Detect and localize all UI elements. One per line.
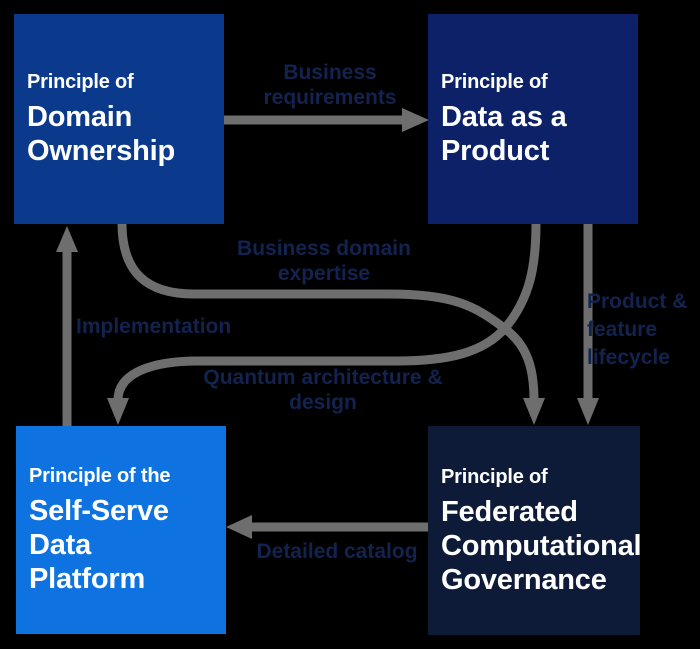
box-data-as-a-product: Principle of Data as a Product — [428, 14, 638, 224]
quantum-architecture-label: Quantum architecture & design — [192, 365, 454, 415]
detailed-catalog-arrow — [226, 515, 429, 539]
business-domain-expertise-arrow-shaft — [117, 222, 539, 401]
business-domain-expertise-label: Business domain expertise — [224, 236, 424, 286]
box-domain-ownership-pretitle: Principle of — [27, 71, 134, 93]
product-feature-lifecycle-label-line2: feature — [587, 318, 658, 341]
box-domain-ownership: Principle of Domain Ownership — [14, 14, 224, 224]
box-self-serve-title-line1: Self-Serve Data — [29, 495, 169, 561]
box-data-as-a-product-title-line1: Data as a — [441, 101, 567, 133]
box-federated-title-line1: Federated — [441, 495, 578, 528]
box-federated-computational-governance: Principle of Federated Computational Gov… — [428, 426, 642, 635]
business-domain-expertise-label-line2: expertise — [277, 262, 371, 285]
business-requirements-label-line2: requirements — [263, 86, 397, 109]
box-self-serve-title-line2: Platform — [29, 563, 146, 595]
product-feature-lifecycle-arrow — [577, 223, 599, 425]
box-self-serve-data-platform: Principle of the Self-Serve Data Platfor… — [16, 426, 226, 634]
business-requirements-arrowhead-icon — [402, 108, 429, 132]
box-domain-ownership-title-line1: Domain — [27, 101, 133, 133]
implementation-label: Implementation — [76, 314, 232, 339]
implementation-arrow — [56, 226, 78, 427]
business-domain-expertise-arrow — [117, 222, 545, 425]
product-feature-lifecycle-arrowhead-icon — [577, 398, 599, 425]
implementation-label-line1: Implementation — [76, 315, 232, 338]
business-requirements-arrow — [224, 108, 429, 132]
box-federated-pretitle: Principle of — [441, 465, 548, 488]
box-federated-title-line2: Computational — [441, 529, 642, 562]
quantum-architecture-arrowhead-icon — [107, 398, 129, 425]
detailed-catalog-arrowhead-icon — [226, 515, 252, 539]
quantum-architecture-arrow-shaft — [113, 222, 541, 401]
box-data-as-a-product-pretitle: Principle of — [441, 71, 548, 93]
business-requirements-label-line1: Business — [283, 61, 377, 84]
product-feature-lifecycle-label-line1: Product & — [587, 290, 688, 313]
product-feature-lifecycle-label-line3: lifecycle — [587, 346, 670, 369]
quantum-architecture-label-line1: Quantum architecture & — [203, 366, 443, 389]
business-domain-expertise-arrowhead-icon — [523, 398, 545, 425]
box-data-as-a-product-title-line2: Product — [441, 135, 550, 167]
box-self-serve-pretitle: Principle of the — [29, 465, 171, 487]
implementation-arrowhead-icon — [56, 226, 78, 252]
business-domain-expertise-label-line1: Business domain — [237, 237, 411, 260]
quantum-architecture-arrow — [107, 222, 541, 425]
box-domain-ownership-title-line2: Ownership — [27, 135, 176, 167]
detailed-catalog-label-line1: Detailed catalog — [256, 540, 418, 563]
box-federated-title-line3: Governance — [441, 563, 607, 596]
quantum-architecture-label-line2: design — [289, 391, 357, 414]
business-requirements-label: Business requirements — [230, 60, 430, 110]
detailed-catalog-label: Detailed catalog — [246, 539, 428, 564]
product-feature-lifecycle-label: Product & feature lifecycle — [587, 288, 699, 372]
